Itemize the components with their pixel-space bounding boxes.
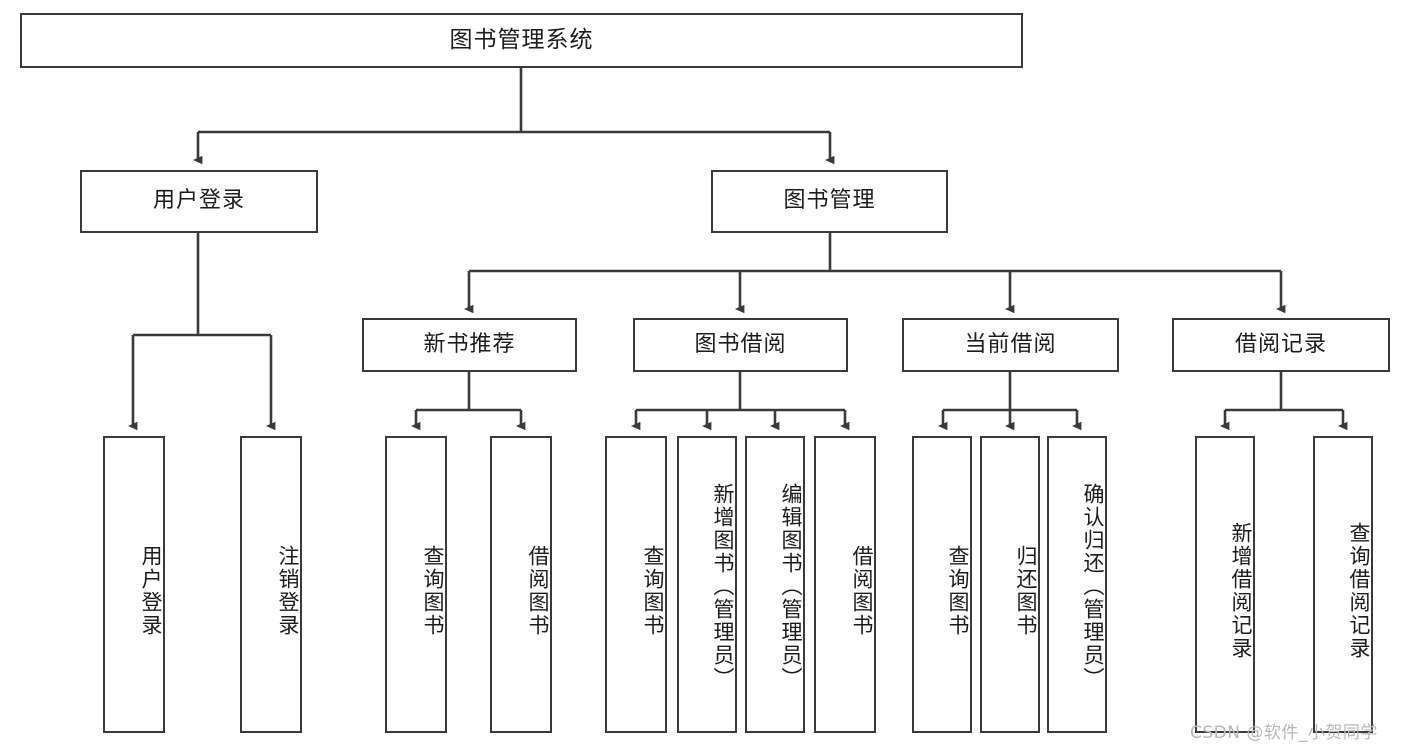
node-label: 借阅图书 — [850, 544, 874, 637]
node-book-borrow[interactable]: 图书借阅 — [633, 318, 848, 372]
node-label: 查询借阅记录 — [1347, 521, 1371, 660]
node-label: 查询图书 — [641, 544, 665, 637]
node-current-borrow[interactable]: 当前借阅 — [902, 318, 1119, 372]
node-label: 编辑图书（管理员） — [779, 483, 803, 690]
node-label: 新书推荐 — [423, 331, 516, 357]
node-label: 确认归还（管理员） — [1081, 483, 1105, 690]
leaf-book-borrow-query-book[interactable]: 查询图书 — [605, 436, 667, 733]
leaf-book-borrow-add-book-admin[interactable]: 新增图书（管理员） — [677, 436, 737, 733]
leaf-user-login-login[interactable]: 用户登录 — [103, 436, 165, 733]
node-label: 当前借阅 — [964, 331, 1057, 357]
node-label: 归还图书 — [1014, 544, 1038, 637]
node-label: 注销登录 — [276, 544, 300, 637]
node-book-management[interactable]: 图书管理 — [711, 170, 948, 233]
node-new-book-recommend[interactable]: 新书推荐 — [362, 318, 577, 372]
node-label: 借阅图书 — [526, 544, 550, 637]
leaf-current-borrow-query-book[interactable]: 查询图书 — [912, 436, 972, 733]
node-root-book-management-system[interactable]: 图书管理系统 — [20, 13, 1023, 68]
node-label: 用户登录 — [152, 188, 245, 214]
node-label: 新增图书（管理员） — [711, 483, 735, 690]
node-label: 图书管理 — [783, 188, 876, 214]
csdn-watermark: CSDN @软件_小贺同学 — [1190, 723, 1378, 743]
node-label: 查询图书 — [946, 544, 970, 637]
node-label: 借阅记录 — [1234, 331, 1327, 357]
leaf-new-book-query-book[interactable]: 查询图书 — [385, 436, 447, 733]
node-user-login[interactable]: 用户登录 — [80, 170, 318, 233]
leaf-current-borrow-return-book[interactable]: 归还图书 — [980, 436, 1040, 733]
node-label: 用户登录 — [139, 544, 163, 637]
leaf-borrow-record-add-record[interactable]: 新增借阅记录 — [1195, 436, 1255, 733]
node-borrow-record[interactable]: 借阅记录 — [1172, 318, 1390, 372]
node-label: 查询图书 — [421, 544, 445, 637]
leaf-new-book-borrow-book[interactable]: 借阅图书 — [490, 436, 552, 733]
node-label: 图书管理系统 — [449, 26, 594, 53]
leaf-current-borrow-confirm-return-admin[interactable]: 确认归还（管理员） — [1047, 436, 1107, 733]
leaf-user-login-logout[interactable]: 注销登录 — [240, 436, 302, 733]
leaf-book-borrow-edit-book-admin[interactable]: 编辑图书（管理员） — [745, 436, 805, 733]
node-label: 图书借阅 — [694, 331, 787, 357]
node-label: 新增借阅记录 — [1229, 521, 1253, 660]
leaf-borrow-record-query-record[interactable]: 查询借阅记录 — [1313, 436, 1373, 733]
leaf-book-borrow-borrow-book[interactable]: 借阅图书 — [814, 436, 876, 733]
